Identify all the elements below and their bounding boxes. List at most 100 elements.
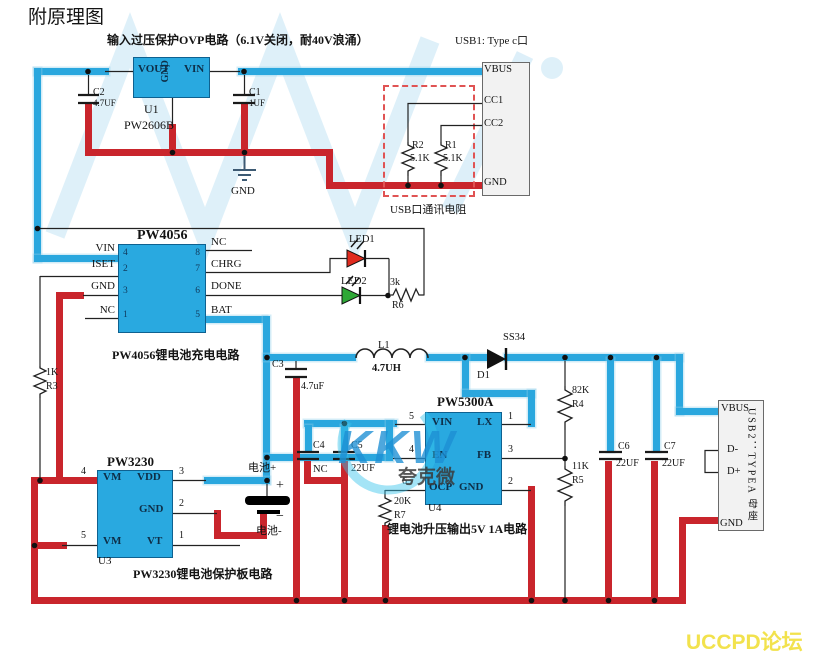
u3-num-3: 3 <box>179 466 184 477</box>
c7-value: 22UF <box>662 458 685 469</box>
u2-pin-nc1: NC <box>99 304 115 316</box>
u2-pin-num-2: 2 <box>123 264 128 274</box>
wire-c4-gnd <box>304 461 311 484</box>
r2-name: R2 <box>412 140 424 151</box>
u4-pin-lx: LX <box>477 416 493 428</box>
c5-name: C5 <box>351 440 363 451</box>
u4-num-2: 2 <box>508 476 513 487</box>
u3-pin-vm-bot: VM <box>103 535 122 547</box>
battery-pos-label: 电池+ <box>248 462 277 474</box>
u3-pin-vt: VT <box>147 535 163 547</box>
u2-pin-iset: ISET <box>91 258 115 270</box>
u1-ref: U1 <box>144 102 159 116</box>
wire-lx <box>462 354 469 397</box>
wire-rail <box>426 354 488 361</box>
c1-name: C1 <box>249 87 261 98</box>
usb2-pin-dplus: D+ <box>727 466 741 477</box>
wire-vin-u4 <box>304 420 397 427</box>
wire-batneg <box>214 532 267 539</box>
c4-name: C4 <box>313 440 325 451</box>
usb1-title: USB1: Type c口 <box>455 35 528 47</box>
wire-r7-gnd <box>382 525 389 604</box>
wire-gnd <box>56 292 63 484</box>
u2-pin-nc8: NC <box>211 236 227 248</box>
diode-icon <box>487 348 508 370</box>
chip-u4-pw5300a <box>425 412 502 505</box>
r7-value: 20K <box>394 496 412 507</box>
r5-name: R5 <box>572 475 584 486</box>
u2-pin-num-1: 1 <box>123 310 128 320</box>
l1-name: L1 <box>378 340 390 351</box>
d1-name: D1 <box>477 370 490 381</box>
u4-pin-fb: FB <box>477 449 492 461</box>
led-green-icon <box>341 275 362 305</box>
u3-num-4: 4 <box>81 466 86 477</box>
c2-value: 4.7UF <box>93 98 116 108</box>
c5-value: 22UF <box>351 463 375 474</box>
gnd-label: GND <box>231 185 255 197</box>
wire-c5 <box>341 425 348 452</box>
wire-rail <box>263 354 356 361</box>
ground-icon <box>233 156 256 181</box>
u4-pin-ocp: OCP <box>429 481 453 493</box>
c1-value: 1UF <box>249 98 266 108</box>
u2-pin-chrg: CHRG <box>211 258 242 270</box>
usb2-pin-vbus: VBUS <box>721 403 750 414</box>
wire-gnd <box>326 182 482 189</box>
u4-num-4: 4 <box>409 444 414 455</box>
junction-dots <box>31 68 660 604</box>
wire-usb2-gnd <box>679 517 722 524</box>
wire-u4-gnd <box>528 486 535 604</box>
u4-num-5: 5 <box>409 411 414 422</box>
u4-part: PW5300A <box>437 394 494 409</box>
wire-bat <box>204 316 267 323</box>
u4-pin-vin: VIN <box>432 416 453 428</box>
wire-batneg <box>214 510 221 539</box>
c3-name: C3 <box>272 359 284 370</box>
inductor-icon <box>355 348 429 359</box>
c6-value: 22UF <box>616 458 639 469</box>
wire-vm <box>31 542 67 549</box>
wire-vbus <box>34 68 109 75</box>
usb2-pin-gnd: GND <box>720 518 743 529</box>
u4-pin-en: EN <box>432 449 448 461</box>
u2-pin-bat: BAT <box>211 304 232 316</box>
chip-u3-pw3230 <box>97 470 173 558</box>
wire-gnd-rail <box>31 597 686 604</box>
usb1-pin-gnd: GND <box>484 177 507 188</box>
u2-pin-gnd: GND <box>91 280 115 292</box>
u3-pin-vdd: VDD <box>137 471 161 483</box>
usb1-caption: USB口通讯电阻 <box>390 204 467 216</box>
u4-ref: U4 <box>428 502 442 514</box>
u3-ref: U3 <box>98 555 112 567</box>
u2-pin-num-4: 4 <box>123 248 128 258</box>
u2-pin-num-6: 6 <box>195 286 200 296</box>
wire-c5-gnd <box>341 461 348 481</box>
wire-lx <box>528 390 535 427</box>
usb1-pin-cc2: CC2 <box>484 118 504 129</box>
wire-vm <box>31 477 99 484</box>
u3-num-1: 1 <box>179 530 184 541</box>
u3-part: PW3230 <box>107 454 154 469</box>
ovp-caption: 输入过压保护OVP电路（6.1V关闭，耐40V浪涌） <box>107 33 369 47</box>
wire-gnd <box>241 102 248 156</box>
battery-minus: − <box>276 509 284 524</box>
u1-part: PW2606B <box>124 118 175 132</box>
wire-c7-gnd <box>651 461 658 604</box>
wire-vin <box>34 255 122 262</box>
wire-vbus <box>34 68 41 262</box>
led1-label: LED1 <box>349 234 375 245</box>
wire-c3-gnd <box>293 378 300 604</box>
u2-pin-num-8: 8 <box>195 248 200 258</box>
u2-pin-num-3: 3 <box>123 286 128 296</box>
u1-pin-gnd: GND <box>159 60 171 83</box>
wire-gnd <box>85 149 333 156</box>
u4-num-3: 3 <box>508 444 513 455</box>
wire-5v <box>676 354 683 415</box>
r3-name: R3 <box>46 381 58 392</box>
u1-pin-vout: VOUT <box>138 63 170 75</box>
wire-gnd <box>56 292 84 299</box>
usb2-pin-dminus: D- <box>727 444 739 455</box>
wire-en <box>386 420 393 461</box>
